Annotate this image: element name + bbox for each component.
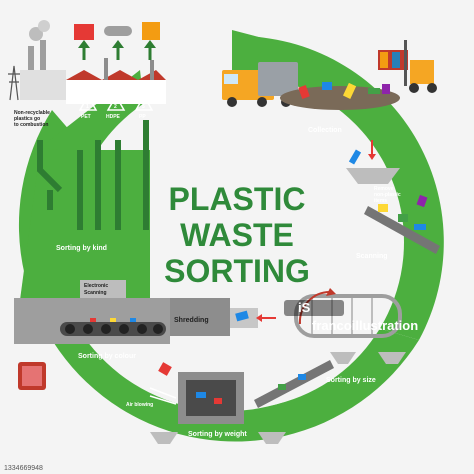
annotation-electronic-2: Scanning <box>84 290 107 296</box>
recycle-num-5: 5 <box>142 104 145 110</box>
step-label-sorting-by-weight: Sorting by weight <box>188 431 247 438</box>
step-label-scanning: Scanning <box>356 253 388 260</box>
title-line-2: WASTE <box>180 217 294 253</box>
title-line-1: PLASTIC <box>169 181 306 217</box>
recycle-name-pet: PET <box>81 114 91 120</box>
step-label-sorting-by-kind: Sorting by kind <box>56 245 107 252</box>
step-label-collection: Collection <box>308 127 342 134</box>
annotation-electronic-1: Electronic <box>84 283 108 289</box>
annotation-air-blowing: Air blowing <box>126 402 153 408</box>
title-line-3: SORTING <box>164 253 310 289</box>
annotation-non-recyclable-3: to combustion <box>14 122 48 128</box>
step-label-sorting-by-colour: Sorting by colour <box>78 353 136 360</box>
watermark-badge <box>284 300 344 316</box>
annotation-remove-3: items <box>374 198 387 204</box>
watermark-id: 1334669948 <box>4 465 43 472</box>
watermark-brand-icon: iS <box>298 300 311 315</box>
recycled-products <box>74 22 160 40</box>
watermark-text: francoillustration <box>312 318 418 333</box>
label-shredding: Shredding <box>174 317 209 324</box>
recycle-name-pp: PP <box>139 114 146 120</box>
step-label-sorting-by-size: Sorting by size <box>326 377 376 384</box>
power-pylon-icon <box>8 66 20 100</box>
recycle-num-1: 1 <box>86 104 89 110</box>
red-flakes-bin <box>18 362 46 390</box>
recycle-num-2: 2 <box>114 104 117 110</box>
recycle-name-hdpe: HDPE <box>106 114 121 120</box>
up-arrow-icons <box>78 40 156 60</box>
